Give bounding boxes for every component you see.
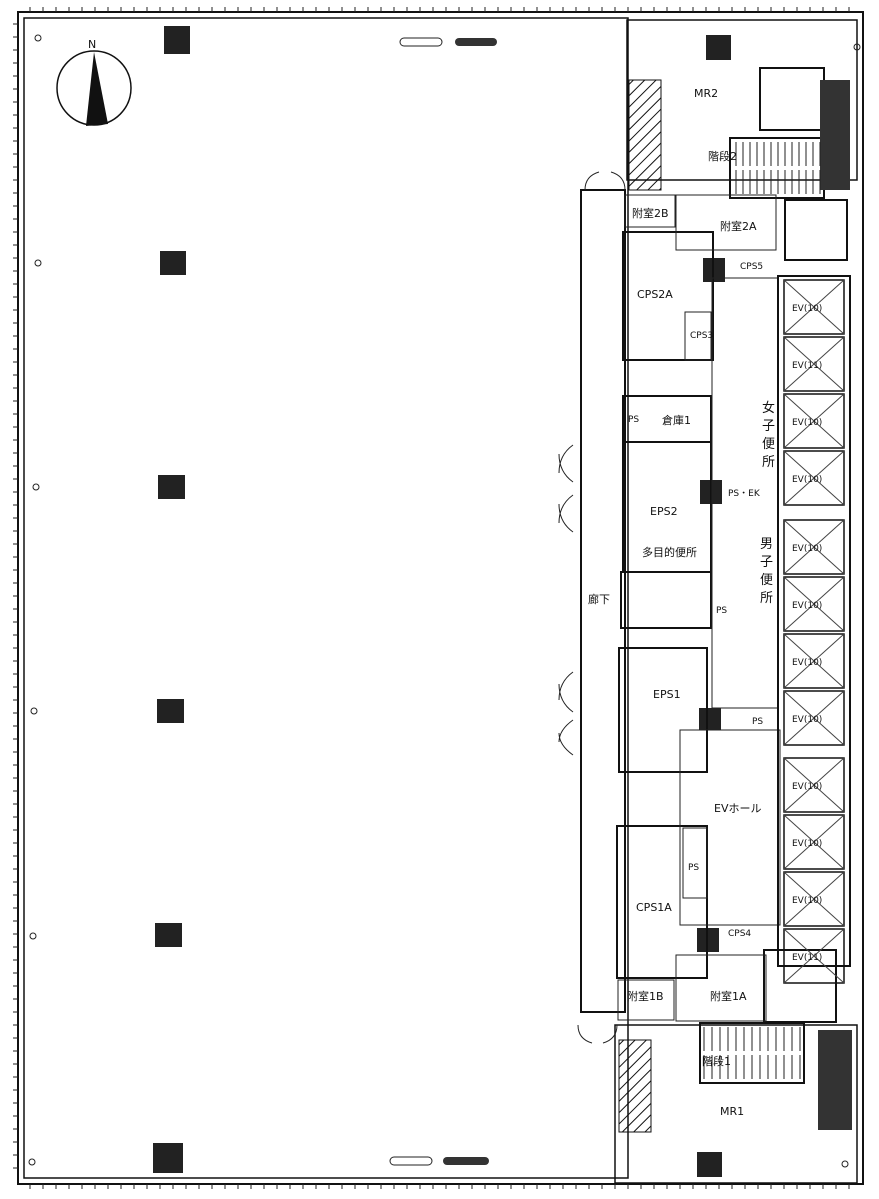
- boundary-ticks: [13, 7, 850, 1189]
- hatched-shafts: [618, 79, 852, 1133]
- elevator-cab: EV(10): [783, 450, 845, 506]
- room-cps5-label: CPS5: [740, 262, 763, 272]
- room-multi-restroom-label: 多目的便所: [642, 545, 697, 559]
- room-stair2-label: 階段2: [708, 149, 737, 163]
- room-ps-mid-label: PS: [716, 606, 727, 616]
- elevator-label: EV(10): [792, 418, 822, 428]
- elevator-cab: EV(10): [783, 633, 845, 689]
- fixtures: [389, 37, 497, 1166]
- elevator-label: EV(10): [792, 601, 822, 611]
- room-cps4-label: CPS4: [728, 929, 751, 939]
- elevator-cab: EV(10): [783, 757, 845, 813]
- room-front1b-label: 附室1B: [627, 989, 664, 1003]
- elevator-cab: EV(11): [783, 336, 845, 392]
- room-eps1-label: EPS1: [653, 688, 681, 701]
- room-front2a-label: 附室2A: [720, 219, 757, 233]
- north-label: N: [88, 38, 96, 51]
- room-cps2a-label: CPS2A: [637, 288, 673, 301]
- elevator-cab: EV(10): [783, 690, 845, 746]
- elevator-label: EV(10): [792, 715, 822, 725]
- elevator-cab: EV(10): [783, 871, 845, 927]
- room-womens-restroom-label: 女子便所: [762, 400, 775, 470]
- north-compass: N: [56, 38, 132, 126]
- elevator-cab: EV(10): [783, 279, 845, 335]
- room-ps-cps1-label: PS: [688, 863, 699, 873]
- room-front1a-label: 附室1A: [710, 989, 747, 1003]
- elevator-label: EV(10): [792, 475, 822, 485]
- room-cps1a-label: CPS1A: [636, 901, 672, 914]
- elevator-cab: EV(10): [783, 519, 845, 575]
- room-ps-low-label: PS: [752, 717, 763, 727]
- room-corridor-label: 廊下: [588, 592, 610, 606]
- room-front2b-label: 附室2B: [632, 206, 669, 220]
- room-labels: MR2 階段2 附室2B 附室2A CPS5 CPS2A CPS3 PS 倉庫1…: [588, 87, 775, 1118]
- elevator-cab: EV(10): [783, 393, 845, 449]
- elevator-label: EV(10): [792, 304, 822, 314]
- elevator-cab: EV(10): [783, 814, 845, 870]
- room-ev-hall-label: EVホール: [714, 802, 761, 815]
- elevator-label: EV(11): [792, 953, 822, 963]
- elevator-label: EV(10): [792, 896, 822, 906]
- room-mr1-label: MR1: [720, 1105, 744, 1118]
- elevator-label: EV(11): [792, 361, 822, 371]
- elevator-label: EV(10): [792, 782, 822, 792]
- stair-treads: [703, 142, 821, 1079]
- room-ps-top-label: PS: [628, 415, 639, 425]
- elevator-label: EV(10): [792, 544, 822, 554]
- room-mens-restroom-label: 男子便所: [760, 537, 773, 606]
- elevator-cab: EV(11): [783, 928, 845, 984]
- room-eps2-label: EPS2: [650, 505, 678, 518]
- structural-columns: [153, 26, 731, 1177]
- room-stair1-label: 階段1: [702, 1054, 731, 1068]
- elevator-cab: EV(10): [783, 576, 845, 632]
- room-storage1-label: 倉庫1: [662, 413, 691, 427]
- corridor-doors: [558, 171, 626, 1044]
- room-cps3-label: CPS3: [690, 331, 713, 341]
- boundary-markers: [28, 34, 861, 1168]
- room-mr2-label: MR2: [694, 87, 718, 100]
- room-ps-ek-label: PS・EK: [728, 489, 761, 499]
- building-outline: [17, 11, 864, 1185]
- elevator-label: EV(10): [792, 658, 822, 668]
- elevator-label: EV(10): [792, 839, 822, 849]
- elevator-bank: EV(10) EV(11) EV(10) EV(10) EV(10) EV(10) EV(1…: [783, 279, 845, 984]
